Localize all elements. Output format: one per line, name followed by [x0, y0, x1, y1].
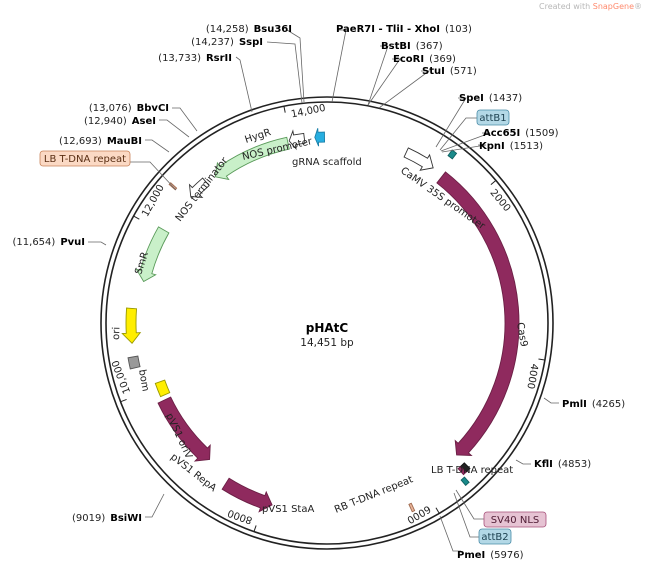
site-bsu36i: (14,258)Bsu36I: [206, 24, 292, 35]
tick-2000: [490, 179, 497, 185]
feature-caMV: [403, 147, 434, 171]
feature-attb1: [447, 149, 458, 160]
label-cas9: Cas9: [514, 322, 529, 348]
svg-text:LB T-DNA repeat: LB T-DNA repeat: [44, 154, 126, 165]
feature-pvs1repa: [157, 396, 211, 462]
tick-6000: [435, 507, 440, 515]
feature-nosp: [288, 129, 306, 151]
site-pvui: (11,654)PvuI: [13, 237, 85, 248]
site-rsrii: (13,733)RsrII: [158, 53, 232, 64]
label-pvs1-staa: pVS1 StaA: [262, 504, 314, 515]
site-maubi: (12,693)MauBI: [59, 136, 142, 147]
tick-label-12000: 12,000: [140, 183, 167, 219]
feature-hygr: [214, 136, 290, 181]
label-ha: LB T-DNA repeat: [431, 465, 513, 476]
site-kfli: KflI(4853): [534, 459, 591, 470]
feature-cas9: [436, 171, 520, 456]
site-labels: (14,258)Bsu36I (14,237)SspI (13,733)RsrI…: [13, 24, 626, 561]
site-pmli: PmlI(4265): [562, 399, 625, 410]
site-spei: SpeI(1437): [459, 93, 522, 104]
tick-label-6000: 6000: [405, 503, 433, 525]
feature-nost: [188, 177, 210, 199]
site-paer7i-tlii-xhoi: PaeR7I - TliI - XhoI(103): [336, 24, 472, 35]
plasmid-size: 14,451 bp: [300, 337, 354, 349]
label-attb2: attB2: [478, 528, 512, 545]
svg-text:attB2: attB2: [481, 532, 508, 543]
site-acc65i: Acc65I(1509): [483, 128, 559, 139]
feature-attb2: [460, 476, 470, 486]
label-pvs1-repa: pVS1 RepA: [168, 452, 218, 495]
label-bom: bom: [136, 369, 151, 393]
snapgene-watermark: Created with SnapGene®: [539, 2, 642, 11]
feature-pvs1staa: [221, 477, 273, 513]
label-nos-terminator: NOS terminator: [174, 155, 231, 224]
svg-text:SV40 NLS: SV40 NLS: [491, 515, 540, 526]
tick-14000: [283, 105, 286, 113]
backbone-outer: [100, 96, 554, 550]
label-attb1: attB1: [476, 109, 510, 126]
site-asei: (12,940)AseI: [84, 116, 156, 127]
tick-4000: [538, 358, 546, 361]
site-kpni: KpnI(1513): [479, 141, 543, 152]
site-sspi: (14,237)SspI: [191, 37, 263, 48]
tick-label-14000: 14,000: [290, 103, 326, 121]
feature-grna: [314, 128, 326, 147]
tick-12000: [132, 215, 140, 220]
label-ori: ori: [111, 327, 122, 340]
site-pmei: PmeI(5976): [457, 550, 524, 561]
feature-rb: [408, 502, 416, 513]
feature-smr: [135, 226, 170, 283]
site-leaders: [88, 29, 559, 552]
feature-ori: [121, 307, 142, 344]
boxed-labels: attB1 SV40 NLS attB2 LB T-DNA repeat: [39, 109, 547, 545]
feature-layer: [121, 128, 520, 513]
feature-pvs1oriv: [154, 379, 171, 398]
site-stui: StuI(571): [422, 66, 477, 77]
tick-8000: [253, 525, 257, 533]
label-grna-scaffold: gRNA scaffold: [292, 157, 362, 168]
plasmid-name: pHAtC: [306, 321, 349, 335]
label-lb-tdna-repeat: LB T-DNA repeat: [39, 150, 131, 167]
label-rb-tdna-repeat: RB T-DNA repeat: [333, 474, 415, 516]
tick-10000: [119, 398, 127, 403]
label-sv40-nls: SV40 NLS: [483, 511, 547, 528]
backbone-inner: [105, 101, 549, 545]
svg-text:attB1: attB1: [479, 113, 506, 124]
feature-sv40: [457, 465, 467, 476]
feature-bom: [127, 355, 141, 370]
site-bbvci: (13,076)BbvCI: [89, 103, 169, 114]
site-bstbi: BstBI(367): [381, 41, 443, 52]
site-bsiwi: (9019)BsiWI: [72, 513, 142, 524]
tick-label-4000: 4000: [524, 363, 539, 390]
site-ecori: EcoRI(369): [393, 54, 456, 65]
tick-label-2000: 2000: [487, 188, 512, 215]
